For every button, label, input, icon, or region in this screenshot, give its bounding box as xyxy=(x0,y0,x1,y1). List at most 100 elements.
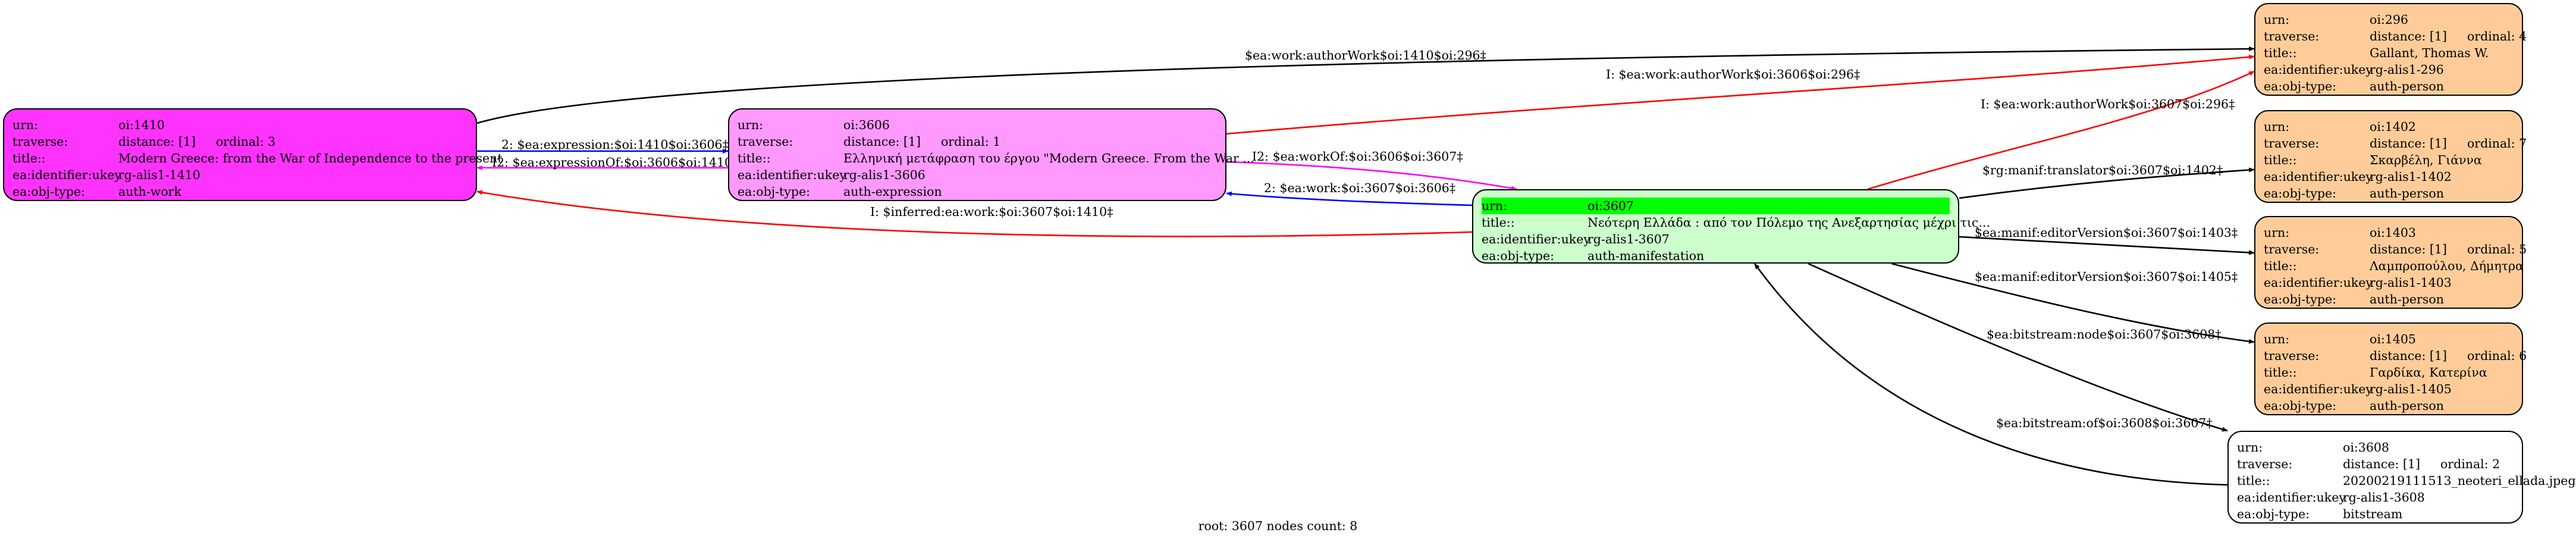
key-objtype: ea:obj-type: xyxy=(2264,186,2336,200)
node-ukey: rg-alis1-1402 xyxy=(2370,170,2452,184)
key-urn: urn: xyxy=(2264,332,2290,346)
node-distance: distance: [1] xyxy=(118,134,196,149)
node-ukey: rg-alis1-3608 xyxy=(2343,490,2425,505)
node-distance: distance: [1] xyxy=(2343,457,2420,471)
key-traverse: traverse: xyxy=(12,134,68,149)
node-objtype: bitstream xyxy=(2343,507,2403,521)
key-objtype: ea:obj-type: xyxy=(2264,399,2336,413)
node-ukey: rg-alis1-3606 xyxy=(843,168,925,182)
key-urn: urn: xyxy=(738,118,764,132)
key-urn: urn: xyxy=(2264,120,2290,134)
node-objtype: auth-person xyxy=(2370,79,2444,93)
key-objtype: ea:obj-type: xyxy=(2237,507,2310,521)
key-traverse: traverse: xyxy=(2264,349,2320,363)
node-ordinal: ordinal: 2 xyxy=(2440,457,2500,471)
key-title: title:: xyxy=(2264,365,2297,380)
key-traverse: traverse: xyxy=(2264,29,2320,43)
key-title: title:: xyxy=(1482,215,1515,230)
key-traverse: traverse: xyxy=(2264,136,2320,151)
key-ukey: ea:identifier:ukey xyxy=(2237,490,2346,505)
node-title: Νεότερη Ελλάδα : από τον Πόλεμο της Ανεξ… xyxy=(1587,215,1991,230)
edge-label: $rg:manif:translator$oi:3607$oi:1402‡ xyxy=(1982,163,2223,177)
edge-label: $ea:bitstream:of$oi:3608$oi:3607‡ xyxy=(1996,416,2213,430)
edge-manifestation-to-bitstream xyxy=(1808,262,2228,432)
node-title: 20200219111513_neoteri_ellada.jpeg xyxy=(2343,474,2576,488)
key-traverse: traverse: xyxy=(2237,457,2293,471)
node-objtype: auth-expression xyxy=(843,184,942,199)
edge-label: I: $inferred:ea:work:$oi:3607$oi:1410‡ xyxy=(870,205,1113,219)
graph-footer: root: 3607 nodes count: 8 xyxy=(1198,519,1358,533)
node-title: Gallant, Thomas W. xyxy=(2370,46,2489,60)
edge-manifestation-to-person-1405 xyxy=(1891,262,2255,344)
edge-label: 2: $ea:work:$oi:3607$oi:3606‡ xyxy=(1264,181,1455,195)
key-ukey: ea:identifier:ukey xyxy=(738,168,846,182)
node-title: Modern Greece: from the War of Independe… xyxy=(118,151,503,165)
edge-label: $ea:manif:editorVersion$oi:3607$oi:1405‡ xyxy=(1975,270,2238,284)
highlighted-row: urn:oi:3607 xyxy=(1482,198,1950,214)
node-urn: oi:3606 xyxy=(843,118,890,132)
edge-label: $ea:bitstream:node$oi:3607$oi:3608‡ xyxy=(1987,327,2222,342)
node-distance: distance: [1] xyxy=(2370,29,2447,43)
node-urn: oi:1410 xyxy=(118,118,165,132)
node-person-1405[interactable]: urn: oi:1405 traverse: distance: [1] ordina… xyxy=(2254,322,2527,415)
node-ukey: rg-alis1-3607 xyxy=(1587,232,1670,246)
node-ukey: rg-alis1-296 xyxy=(2370,62,2444,77)
key-title: title:: xyxy=(2264,46,2297,60)
key-objtype: ea:obj-type: xyxy=(12,184,85,199)
node-ordinal: ordinal: 4 xyxy=(2467,29,2527,43)
edge-bitstream-to-manifestation xyxy=(1753,263,2228,486)
node-expression[interactable]: urn:oi:3606 traverse:distance: [1]ordina… xyxy=(728,108,1254,201)
node-ordinal: ordinal: 1 xyxy=(940,134,1001,149)
node-objtype: auth-person xyxy=(2370,292,2444,306)
edge-manifestation-to-expression xyxy=(1226,191,1473,206)
key-traverse: traverse: xyxy=(738,134,793,149)
key-urn: urn: xyxy=(12,118,39,132)
edge-expression-to-manifestation xyxy=(1226,161,1517,191)
key-title: title:: xyxy=(2264,153,2297,167)
edge-manifestation-to-person-1402 xyxy=(1959,167,2255,199)
node-bitstream[interactable]: urn:oi:3608 traverse:distance: [1]ordina… xyxy=(2227,431,2576,524)
edge-label: I: $ea:work:authorWork$oi:3607$oi:296‡ xyxy=(1981,97,2235,111)
edge-manifestation-to-person-296 xyxy=(1867,70,2255,190)
node-objtype: auth-manifestation xyxy=(1587,249,1705,263)
node-distance: distance: [1] xyxy=(2370,136,2447,151)
key-title: title:: xyxy=(12,151,46,165)
edge-label: I2: $ea:expressionOf:$oi:3606$oi:1410‡ xyxy=(492,155,738,170)
node-manifestation[interactable]: urn:oi:3607 title::Νεότερη Ελλάδα : από … xyxy=(1472,189,1990,264)
node-title: Λαμπροπούλου, Δήμητρα xyxy=(2370,259,2524,273)
node-urn: oi:1405 xyxy=(2370,332,2416,346)
key-ukey: ea:identifier:ukey xyxy=(1482,232,1590,246)
node-ukey: rg-alis1-1405 xyxy=(2370,382,2452,396)
node-person-1402[interactable]: urn:oi:1402 traverse:distance: [1]ordina… xyxy=(2254,110,2527,203)
key-objtype: ea:obj-type: xyxy=(2264,79,2336,93)
node-person-1403[interactable]: urn:oi:1403 traverse:distance: [1]ordina… xyxy=(2254,216,2527,309)
node-distance: distance: [1] xyxy=(2370,242,2447,256)
edge-label: $ea:manif:editorVersion$oi:3607$oi:1403‡ xyxy=(1975,225,2238,240)
key-urn: urn: xyxy=(2237,440,2263,455)
node-person-296[interactable]: urn: oi:296 traverse: distance: [1] ordinal… xyxy=(2254,3,2527,96)
key-objtype: ea:obj-type: xyxy=(738,184,810,199)
node-objtype: auth-person xyxy=(2370,399,2444,413)
node-ordinal: ordinal: 3 xyxy=(215,134,276,149)
edge-label: 2: $ea:expression:$oi:1410$oi:3606‡ xyxy=(501,137,729,152)
node-title: Σκαρβέλη, Γιάννα xyxy=(2370,153,2482,167)
edge-work-to-person-296 xyxy=(476,46,2255,124)
node-work[interactable]: urn: oi:1410 traverse: distance: [1] ordina… xyxy=(3,108,503,201)
key-title: title:: xyxy=(2264,259,2297,273)
node-distance: distance: [1] xyxy=(2370,349,2447,363)
node-ordinal: ordinal: 6 xyxy=(2467,349,2527,363)
node-urn: oi:296 xyxy=(2370,12,2408,27)
node-objtype: auth-person xyxy=(2370,186,2444,200)
key-urn: urn: xyxy=(2264,12,2290,27)
key-objtype: ea:obj-type: xyxy=(1482,249,1554,263)
edge-label: I: $ea:work:authorWork$oi:3606$oi:296‡ xyxy=(1606,67,1860,82)
key-traverse: traverse: xyxy=(2264,242,2320,256)
key-urn: urn: xyxy=(1482,199,1508,213)
key-urn: urn: xyxy=(2264,225,2290,240)
edge-expression-to-person-296 xyxy=(1226,54,2255,135)
key-ukey: ea:identifier:ukey xyxy=(12,168,121,182)
node-ukey: rg-alis1-1410 xyxy=(118,168,200,182)
node-ordinal: ordinal: 7 xyxy=(2467,136,2527,151)
node-ukey: rg-alis1-1403 xyxy=(2370,275,2452,290)
